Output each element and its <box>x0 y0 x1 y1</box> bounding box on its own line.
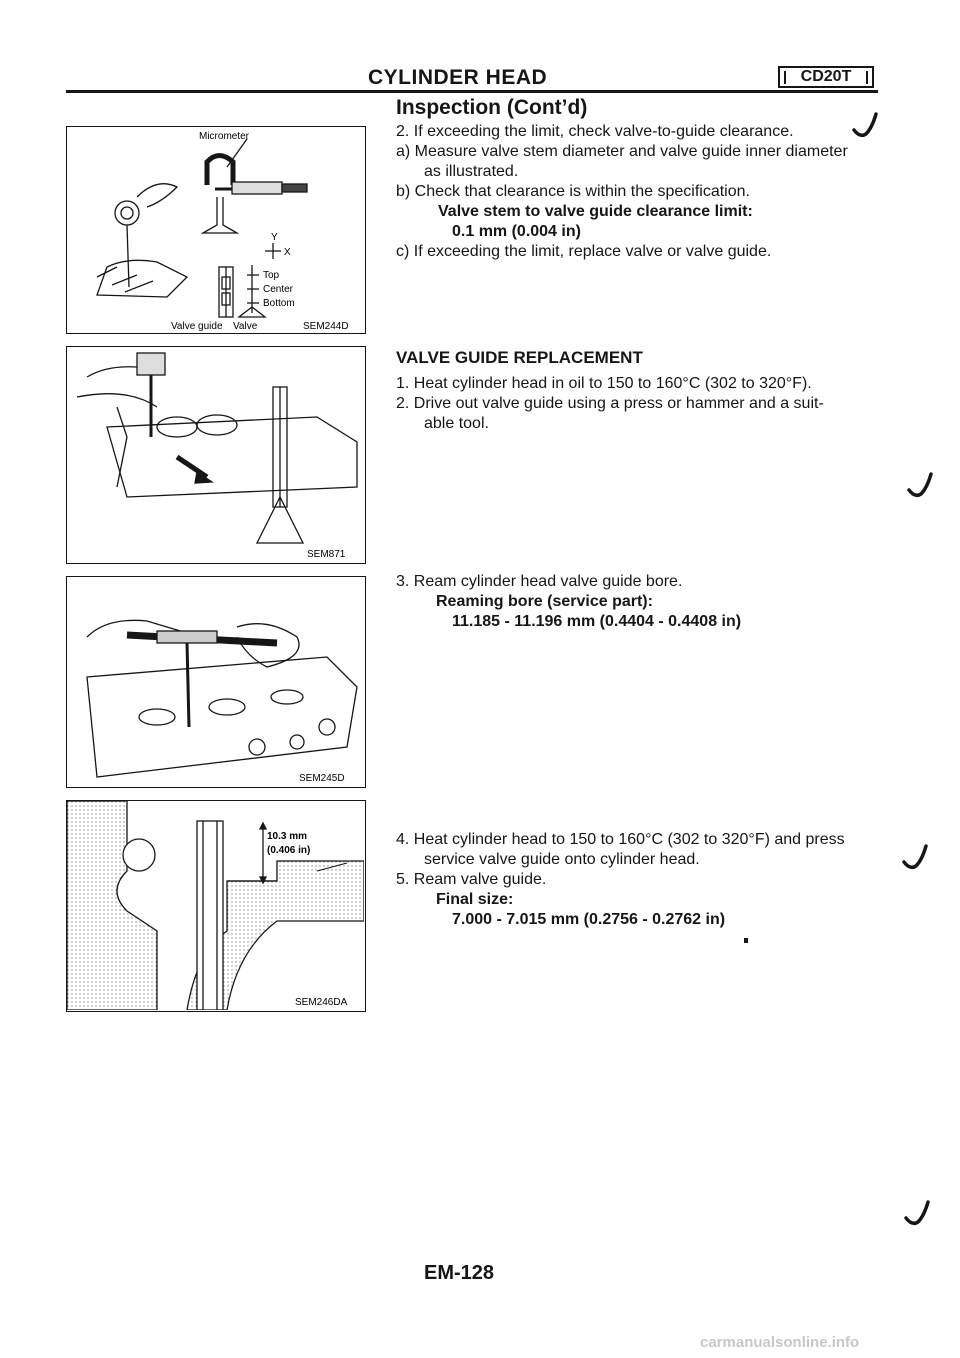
figure-code: SEM871 <box>307 549 346 560</box>
install-height-mm: 10.3 mm <box>267 831 307 842</box>
page-number: EM-128 <box>424 1262 495 1284</box>
valve-measurement-illustration: Micrometer Y X Top Center Bottom Valve g… <box>96 131 349 332</box>
figure-code: SEM245D <box>299 773 345 784</box>
replacement-step-2-line1: 2. Drive out valve guide using a press o… <box>396 395 824 412</box>
footer-watermark: carmanualsonline.info <box>700 1334 860 1351</box>
inspection-step-a-line1: a) Measure valve stem diameter and valve… <box>396 143 848 160</box>
inspection-step-b: b) Check that clearance is within the sp… <box>396 183 750 200</box>
clearance-spec-label: Valve stem to valve guide clearance limi… <box>438 203 753 220</box>
model-badge: CD20T <box>778 66 874 88</box>
clearance-spec-value: 0.1 mm (0.004 in) <box>452 223 581 240</box>
figure-code: SEM244D <box>303 321 349 332</box>
check-mark-icon <box>902 844 928 870</box>
axis-x-label: X <box>284 247 291 258</box>
replacement-step-5: 5. Ream valve guide. <box>396 871 547 888</box>
page-header-title: CYLINDER HEAD <box>368 66 548 89</box>
drive-out-guide-illustration: SEM871 <box>76 352 358 560</box>
replacement-step-4-line1: 4. Heat cylinder head to 150 to 160°C (3… <box>396 831 845 848</box>
ream-bore-illustration: SEM245D <box>86 619 358 784</box>
final-size-value: 7.000 - 7.015 mm (0.2756 - 0.2762 in) <box>452 911 726 928</box>
bottom-label: Bottom <box>263 298 295 309</box>
inspection-step-a-line2: as illustrated. <box>424 163 519 180</box>
guide-install-illustration: 10.3 mm (0.406 in) SEM246DA <box>67 801 364 1010</box>
check-mark-icon <box>852 112 878 138</box>
valve-label: Valve <box>233 321 258 332</box>
reaming-bore-value: 11.185 - 11.196 mm (0.4404 - 0.4408 in) <box>452 613 742 630</box>
stray-dot <box>744 938 748 943</box>
top-label: Top <box>263 270 280 281</box>
replacement-title: VALVE GUIDE REPLACEMENT <box>396 348 643 367</box>
check-mark-icon <box>907 472 933 498</box>
reaming-bore-label: Reaming bore (service part): <box>436 593 653 610</box>
figure-drive-out-guide: SEM871 <box>66 346 366 564</box>
header-rule <box>66 90 878 93</box>
axis-y-label: Y <box>271 232 278 243</box>
valve-guide-label: Valve guide <box>171 321 223 332</box>
replacement-step-4-line2: service valve guide onto cylinder head. <box>424 851 700 868</box>
final-size-label: Final size: <box>436 891 514 908</box>
replacement-step-1: 1. Heat cylinder head in oil to 150 to 1… <box>396 375 812 392</box>
center-label: Center <box>263 284 294 295</box>
figure-code: SEM246DA <box>295 997 348 1008</box>
figure-valve-measurement: Micrometer Y X Top Center Bottom Valve g… <box>66 126 366 334</box>
section-title: Inspection (Cont’d) <box>396 96 588 119</box>
inspection-step-c: c) If exceeding the limit, replace valve… <box>396 243 772 260</box>
check-mark-icon <box>904 1200 930 1226</box>
replacement-step-2-line2: able tool. <box>424 415 489 432</box>
micrometer-label: Micrometer <box>199 131 250 142</box>
replacement-step-3: 3. Ream cylinder head valve guide bore. <box>396 573 683 590</box>
install-height-in: (0.406 in) <box>267 845 310 856</box>
inspection-step-2: 2. If exceeding the limit, check valve-t… <box>396 123 794 140</box>
figure-guide-install: 10.3 mm (0.406 in) SEM246DA <box>66 800 366 1012</box>
figure-ream-bore: SEM245D <box>66 576 366 788</box>
